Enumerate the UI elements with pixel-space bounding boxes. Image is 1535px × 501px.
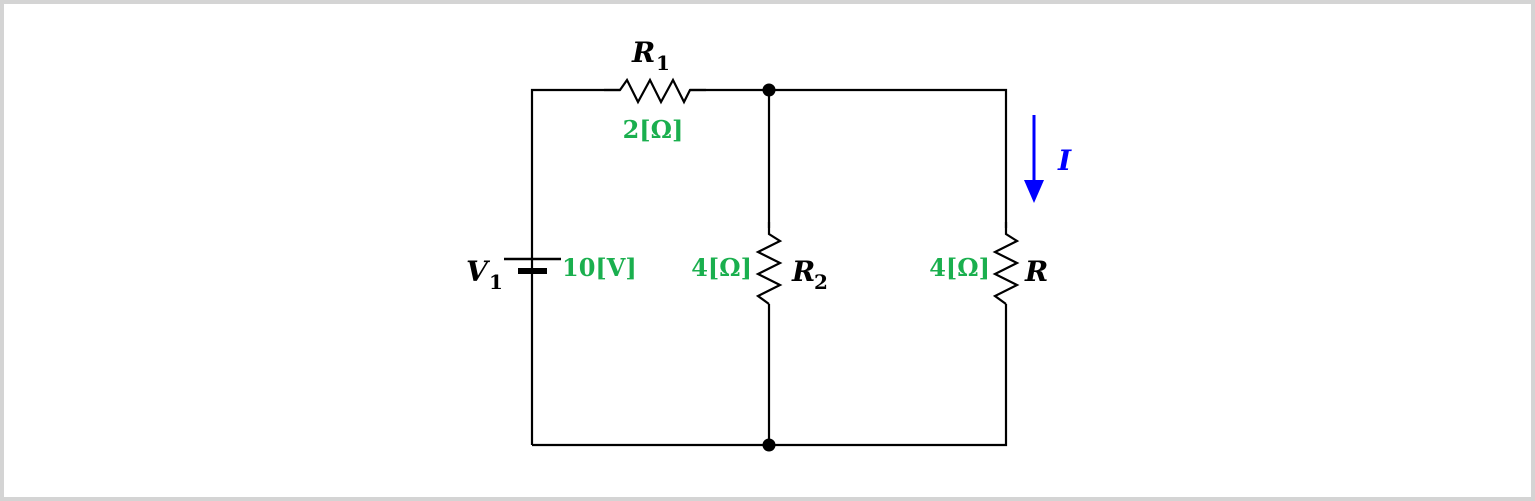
junction-bottom — [762, 438, 776, 452]
current-label: I — [1057, 144, 1072, 177]
r2-symbol: R — [791, 255, 815, 288]
resistor-r — [992, 222, 1020, 305]
junction-top — [762, 83, 776, 97]
r1-subscript: 1 — [656, 51, 670, 75]
r2-subscript: 2 — [814, 270, 828, 294]
r1-value: 2[Ω] — [623, 115, 684, 144]
wire-left-upper — [530, 88, 620, 258]
wire-top-right — [690, 88, 1008, 228]
wire-right-lower — [532, 304, 1008, 447]
circuit-wires — [530, 88, 1008, 447]
r2-value: 4[Ω] — [691, 253, 752, 282]
resistor-r2 — [755, 222, 783, 305]
v1-subscript: 1 — [489, 270, 503, 294]
r1-symbol: R — [631, 36, 655, 69]
v1-symbol: V — [466, 255, 491, 288]
v1-value: 10[V] — [562, 253, 637, 282]
r-symbol: R — [1024, 255, 1048, 288]
resistor-r1 — [604, 77, 706, 105]
current-arrow — [1024, 115, 1044, 203]
r-value: 4[Ω] — [929, 253, 990, 282]
battery-v1 — [504, 257, 561, 290]
